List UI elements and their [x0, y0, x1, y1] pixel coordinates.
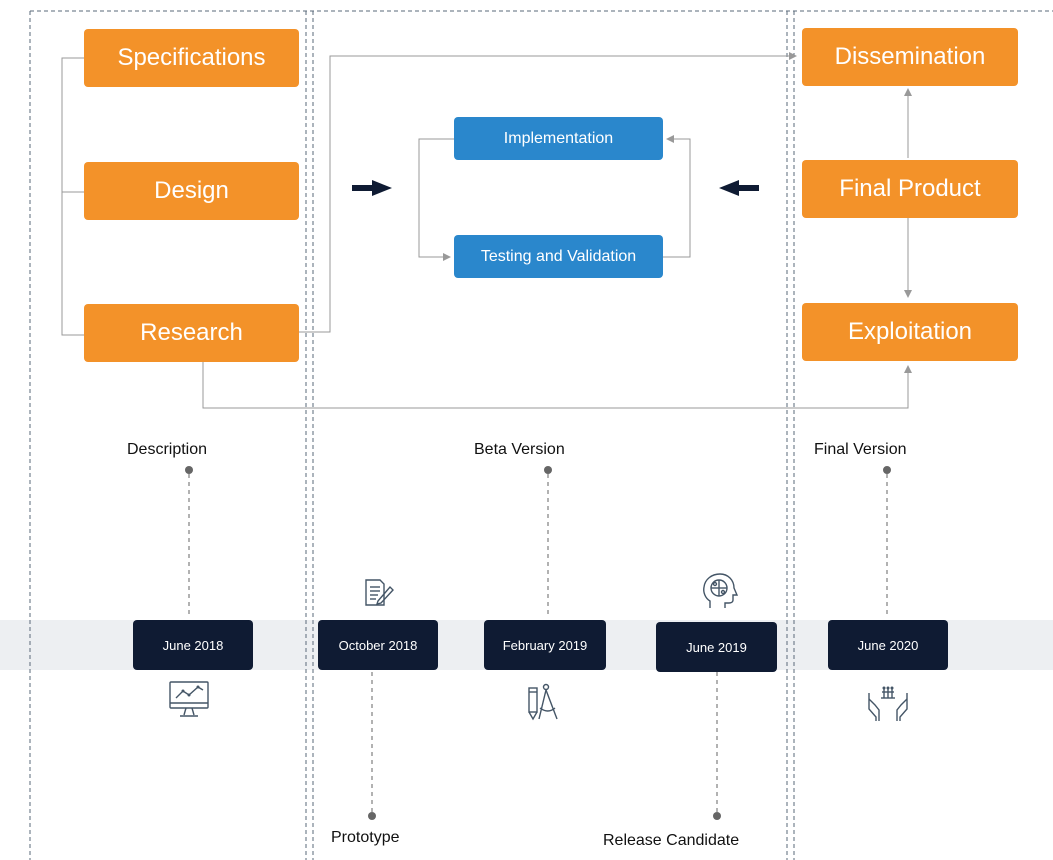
milestone-stem-final-version	[883, 466, 891, 618]
date-june-2019: June 2019	[656, 622, 777, 672]
testing-validation-box: Testing and Validation	[454, 235, 663, 278]
milestone-label-description: Description	[127, 441, 208, 458]
milestone-label-release-candidate: Release Candidate	[603, 832, 740, 849]
implementation-box: Implementation	[454, 117, 663, 160]
left-pointing-arrow-icon	[719, 180, 759, 196]
left-bracket	[61, 57, 85, 336]
research-box: Research	[84, 304, 299, 362]
date-june-2018: June 2018	[133, 620, 253, 670]
date-february-2019: February 2019	[484, 620, 606, 670]
final-product-box: Final Product	[802, 160, 1018, 218]
right-pointing-arrow-icon	[352, 180, 392, 196]
head-circuit-icon	[703, 573, 739, 608]
research-to-exploitation-arrow	[202, 362, 912, 409]
milestone-stem-prototype	[368, 672, 376, 820]
specifications-box: Specifications	[84, 29, 299, 87]
hands-circuit-icon	[868, 686, 908, 721]
milestone-label-final-version: Final Version	[814, 441, 907, 458]
date-june-2020: June 2020	[828, 620, 948, 670]
date-october-2018: October 2018	[318, 620, 438, 670]
research-to-dissemination-arrow	[299, 52, 797, 333]
milestone-label-beta-version: Beta Version	[474, 441, 565, 458]
exploitation-box: Exploitation	[802, 303, 1018, 361]
dissemination-box: Dissemination	[802, 28, 1018, 86]
milestone-stem-description	[185, 466, 193, 618]
milestone-stem-release-candidate	[713, 672, 721, 820]
cycle-left-arrow	[418, 138, 454, 261]
milestone-stem-beta-version	[544, 466, 552, 618]
pencil-compass-icon	[528, 683, 558, 721]
milestone-label-prototype: Prototype	[331, 829, 400, 846]
document-edit-icon	[365, 579, 394, 606]
monitor-chart-icon	[169, 681, 209, 717]
design-box: Design	[84, 162, 299, 220]
cycle-right-arrow	[663, 135, 691, 258]
